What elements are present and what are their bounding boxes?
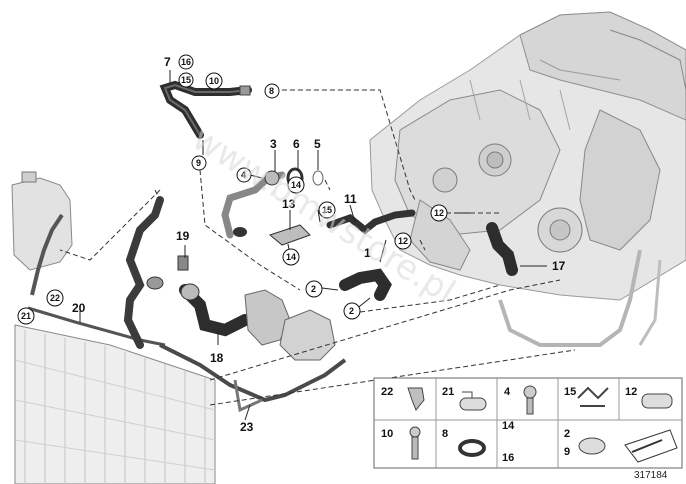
hose-left xyxy=(123,196,164,349)
callout-4: 4 xyxy=(241,170,246,180)
callout-19: 19 xyxy=(176,229,190,243)
callout-17: 17 xyxy=(552,259,566,273)
legend-2: 2 xyxy=(564,428,570,440)
leader-lines xyxy=(59,89,576,406)
hose-17 xyxy=(486,222,518,276)
clip-15-icon xyxy=(577,386,609,407)
callout-5: 5 xyxy=(314,137,321,151)
legend-4: 4 xyxy=(504,386,511,398)
hose-1 xyxy=(339,268,392,301)
callout-12-mid: 12 xyxy=(398,236,408,246)
legend-10: 10 xyxy=(381,428,393,440)
callout-labels: 7 16 15 10 8 9 3 6 5 4 14 13 15 14 11 12… xyxy=(17,54,566,434)
callout-12-right: 12 xyxy=(434,208,444,218)
callout-18: 18 xyxy=(210,351,224,365)
callout-15-mid: 15 xyxy=(322,205,332,215)
callout-1: 1 xyxy=(364,246,371,260)
legend-16: 16 xyxy=(502,452,514,464)
legend-8: 8 xyxy=(442,428,448,440)
callout-8: 8 xyxy=(269,86,274,96)
clip-22-icon xyxy=(407,387,425,411)
callout-13: 13 xyxy=(282,197,296,211)
callout-15: 15 xyxy=(181,75,191,85)
callout-11: 11 xyxy=(344,192,357,206)
callout-3: 3 xyxy=(270,137,277,151)
clamp-12-icon xyxy=(641,393,673,409)
legend-14: 14 xyxy=(502,420,515,432)
screw-10-icon xyxy=(409,426,421,438)
valve-19 xyxy=(177,255,189,271)
callout-2-upper: 2 xyxy=(311,284,316,294)
hose-11 xyxy=(326,209,416,235)
legend-12: 12 xyxy=(625,386,637,398)
arrow-icon xyxy=(624,429,678,463)
legend-9: 9 xyxy=(564,446,570,458)
callout-21: 21 xyxy=(21,311,31,321)
seal-8-icon xyxy=(458,439,486,457)
bolt-4-icon xyxy=(523,385,537,399)
callout-23: 23 xyxy=(240,420,254,434)
callout-14-mid: 14 xyxy=(286,252,296,262)
clamp-2-icon xyxy=(578,437,606,455)
legend-15: 15 xyxy=(564,386,576,398)
callout-10: 10 xyxy=(209,76,219,86)
radiator xyxy=(14,306,216,484)
hose-23 xyxy=(159,343,347,403)
legend-21: 21 xyxy=(442,386,454,398)
expansion-tank xyxy=(11,171,73,296)
clamp-21-icon xyxy=(462,391,473,398)
callout-2-lower: 2 xyxy=(349,306,354,316)
callout-14-top: 14 xyxy=(291,180,301,190)
reference-number: 317184 xyxy=(634,470,668,481)
callout-22: 22 xyxy=(50,293,60,303)
hose-18 xyxy=(179,284,251,337)
legend-22: 22 xyxy=(381,386,393,398)
callout-7: 7 xyxy=(164,55,171,69)
callout-6: 6 xyxy=(293,137,300,151)
callout-9: 9 xyxy=(196,158,201,168)
callout-20: 20 xyxy=(72,301,86,315)
engine-block xyxy=(369,11,686,347)
callout-16: 16 xyxy=(181,57,191,67)
parts-legend: 22 21 4 14 15 12 10 8 2 9 16 xyxy=(373,377,683,469)
